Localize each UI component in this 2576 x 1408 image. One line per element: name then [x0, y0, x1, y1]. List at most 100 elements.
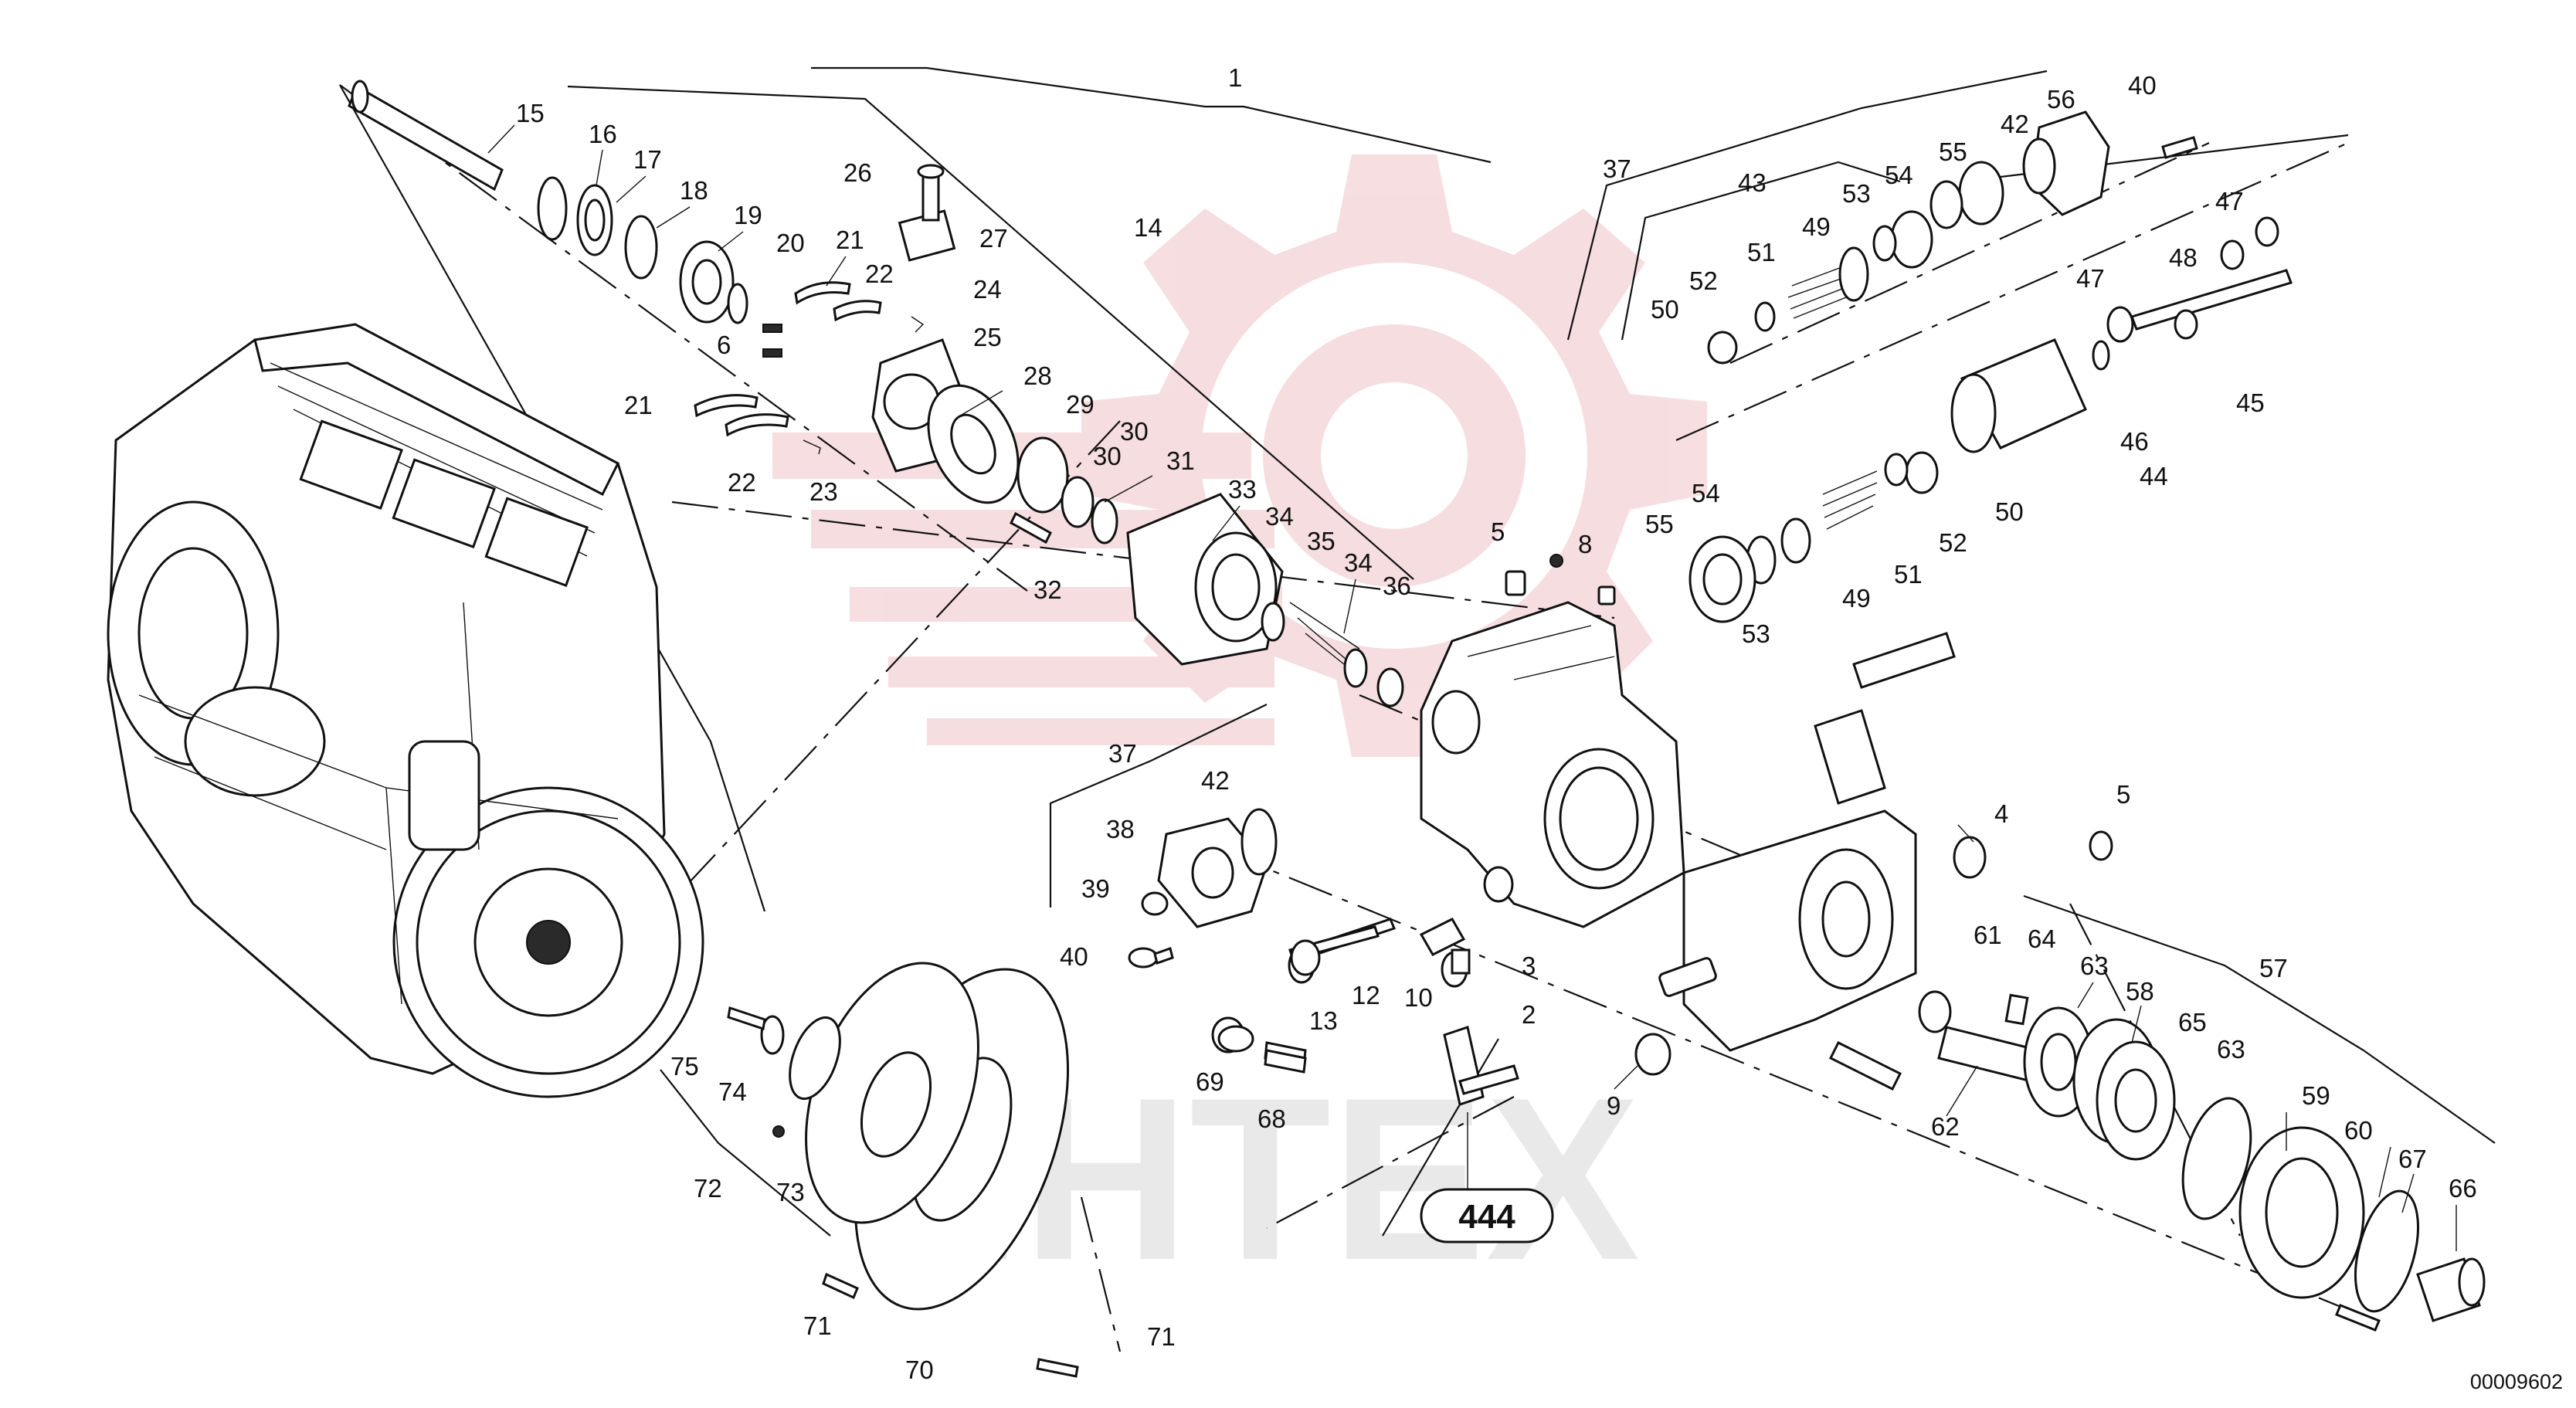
callout-35: 35	[1307, 527, 1336, 555]
callout-9: 9	[1607, 1091, 1621, 1120]
callout-45: 45	[2236, 388, 2265, 417]
callout-70: 70	[905, 1355, 934, 1384]
callout-39: 39	[1081, 874, 1110, 903]
callout-49: 49	[1802, 212, 1831, 241]
callout-2: 2	[1522, 1000, 1536, 1029]
callout-46: 46	[2120, 427, 2149, 456]
diesel-engine	[107, 323, 704, 1098]
callout-37-lower: 37	[1108, 739, 1137, 768]
callout-74: 74	[718, 1077, 747, 1106]
callout-5-lower: 5	[2116, 780, 2130, 809]
callout-56: 56	[2047, 85, 2075, 114]
callout-58: 58	[2126, 977, 2154, 1006]
callout-63: 63	[2080, 952, 2109, 980]
callout-53: 53	[1842, 179, 1871, 208]
callout-16: 16	[589, 120, 617, 148]
callout-55: 55	[1939, 137, 1967, 166]
callout-73: 73	[776, 1178, 805, 1206]
reference-badge-444: 444	[1420, 1112, 1554, 1243]
callout-26: 26	[843, 158, 872, 187]
leader-lines	[487, 124, 2457, 1251]
callout-30-lower: 30	[1093, 442, 1122, 470]
callout-3: 3	[1522, 952, 1536, 980]
callout-32: 32	[1033, 575, 1062, 604]
callout-50-lower: 50	[1995, 497, 2024, 526]
watermark-text: IHTEX	[958, 1049, 1641, 1308]
callout-17: 17	[633, 145, 662, 174]
callout-54: 54	[1885, 161, 1913, 189]
reference-badge-text: 444	[1458, 1198, 1515, 1236]
callout-28: 28	[1023, 361, 1052, 390]
callout-53-lower: 53	[1742, 619, 1770, 648]
callout-40-lower: 40	[1060, 942, 1088, 971]
callout-34: 34	[1265, 502, 1294, 531]
callout-31: 31	[1166, 446, 1195, 475]
callout-52: 52	[1689, 266, 1718, 295]
callout-52-lower: 52	[1939, 528, 1967, 557]
callout-30: 30	[1120, 417, 1149, 446]
callout-69: 69	[1196, 1067, 1224, 1096]
callout-labels: 1 2 3 4 5 5 6 8 9 10 12 13 14 15 16 17 1…	[516, 63, 2477, 1384]
callout-42: 42	[2001, 110, 2029, 138]
callout-10: 10	[1404, 983, 1433, 1012]
callout-8: 8	[1578, 530, 1592, 558]
callout-27: 27	[979, 224, 1008, 253]
callout-42-lower: 42	[1201, 766, 1230, 795]
callout-33: 33	[1228, 475, 1257, 504]
bracket-lines	[339, 66, 2496, 1237]
callout-29: 29	[1066, 390, 1095, 419]
document-number: 00009602	[2470, 1370, 2563, 1393]
callout-20: 20	[776, 229, 805, 257]
callout-19: 19	[734, 201, 762, 229]
callout-21: 21	[836, 226, 864, 254]
callout-36: 36	[1383, 572, 1411, 600]
callout-72: 72	[694, 1174, 722, 1203]
callout-71: 71	[803, 1311, 832, 1340]
callout-22-lower: 22	[728, 468, 756, 497]
callout-59: 59	[2302, 1081, 2330, 1110]
callout-12: 12	[1352, 981, 1380, 1009]
callout-40: 40	[2128, 71, 2157, 100]
callout-54-lower: 54	[1692, 479, 1720, 507]
callout-48: 48	[2169, 243, 2198, 272]
callout-25: 25	[973, 323, 1002, 351]
callout-47: 47	[2215, 187, 2244, 215]
callout-24: 24	[973, 275, 1002, 304]
callout-62: 62	[1931, 1112, 1960, 1141]
callout-44: 44	[2140, 462, 2168, 490]
callout-18: 18	[680, 176, 708, 205]
callout-37: 37	[1603, 154, 1631, 183]
callout-55-lower: 55	[1645, 510, 1674, 538]
callout-66: 66	[2449, 1174, 2477, 1203]
callout-1: 1	[1228, 63, 1242, 92]
callout-14: 14	[1134, 213, 1162, 242]
callout-64: 64	[2028, 925, 2056, 953]
pump-housing	[1420, 554, 1685, 928]
callout-50: 50	[1651, 295, 1679, 324]
callout-75: 75	[670, 1052, 699, 1081]
callout-51-lower: 51	[1894, 560, 1923, 589]
callout-49-lower: 49	[1842, 584, 1871, 612]
coupling-parts	[727, 962, 1079, 1378]
callout-63-lower: 63	[2217, 1035, 2245, 1064]
callout-67: 67	[2398, 1145, 2427, 1173]
callout-61: 61	[1974, 921, 2002, 949]
callout-71-right: 71	[1147, 1322, 1176, 1351]
callout-47-lower: 47	[2076, 264, 2105, 293]
callout-22: 22	[865, 260, 894, 288]
callout-43: 43	[1738, 168, 1767, 197]
callout-34-lower: 34	[1344, 548, 1373, 577]
callout-21-lower: 21	[624, 391, 653, 419]
callout-65: 65	[2178, 1008, 2207, 1036]
callout-4: 4	[1994, 799, 2008, 828]
callout-15: 15	[516, 99, 545, 127]
callout-23: 23	[809, 477, 838, 506]
lower-pump-parts	[1211, 632, 2486, 1332]
regulator-parts	[1688, 110, 2293, 623]
callout-13: 13	[1309, 1006, 1338, 1035]
callout-51: 51	[1747, 238, 1776, 266]
callout-60: 60	[2344, 1116, 2373, 1145]
small-parts	[1128, 808, 1380, 1074]
callout-5: 5	[1491, 517, 1505, 546]
